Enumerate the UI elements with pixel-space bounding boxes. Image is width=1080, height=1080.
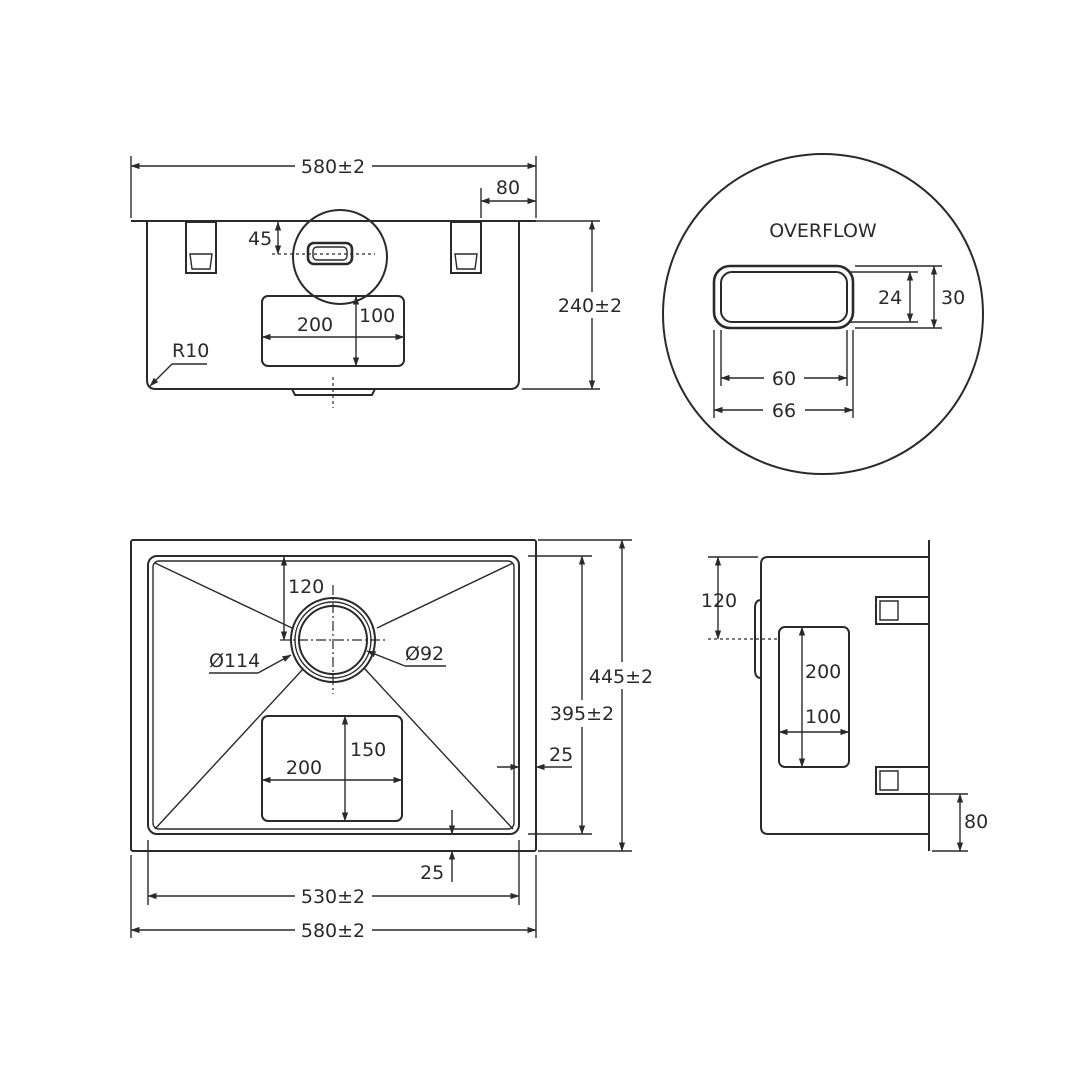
front-view: 580±2 80 45 200 100 [130, 156, 622, 408]
side-overflow-bump [754, 599, 762, 679]
plan-inner-width-label: 530±2 [301, 886, 365, 908]
plan-bowl-outer [147, 555, 520, 835]
front-overall-width-label: 580±2 [301, 156, 365, 178]
plan-inner-length-label: 395±2 [550, 703, 614, 725]
side-waste-height-label: 200 [805, 661, 841, 683]
plan-waste-outline [261, 715, 403, 822]
plan-drain-offset-label: 120 [288, 576, 324, 598]
overflow-outer-width-label: 66 [772, 400, 796, 422]
side-clip-offset-label: 80 [964, 811, 988, 833]
side-overflow-offset-label: 120 [701, 590, 737, 612]
front-waste-width-label: 200 [297, 314, 333, 336]
front-flange-offset-label: 80 [496, 177, 520, 199]
side-bowl-outline [760, 556, 929, 835]
side-waste-width-label: 100 [805, 706, 841, 728]
plan-outer-length-label: 445±2 [589, 666, 653, 688]
side-bottom-clip [875, 766, 930, 795]
plan-waste-height-label: 150 [350, 739, 386, 761]
left-mounting-clip [185, 221, 217, 274]
overflow-detail-callout [292, 209, 388, 305]
plan-waste-width-label: 200 [286, 757, 322, 779]
side-top-clip [875, 596, 930, 625]
overflow-outer-height-label: 30 [941, 287, 965, 309]
plan-bottom-margin-label: 25 [420, 862, 444, 884]
overflow-inner-width-label: 60 [772, 368, 796, 390]
overflow-inner-height-label: 24 [878, 287, 902, 309]
overflow-outer-outline [712, 264, 855, 330]
overflow-inner-outline [720, 271, 848, 323]
plan-outer-width-label: 580±2 [301, 920, 365, 942]
corner-radius-label: R10 [172, 340, 209, 362]
overflow-detail-circle [662, 153, 984, 475]
plan-outer-flange [130, 539, 537, 852]
side-view: 120 200 100 80 [701, 540, 988, 852]
overflow-title: OVERFLOW [769, 220, 877, 242]
plan-bowl-inner [152, 560, 515, 830]
side-waste-outline [778, 626, 850, 768]
front-overflow-height-label: 45 [248, 228, 272, 250]
plan-side-margin-label: 25 [549, 744, 573, 766]
drain-inner-diameter-label: Ø92 [405, 643, 444, 665]
drain-outer-diameter-label: Ø114 [209, 650, 260, 672]
overflow-detail: OVERFLOW 24 30 60 66 [662, 153, 984, 475]
front-waste-outline [261, 295, 405, 367]
plan-view: 120 Ø114 Ø92 200 150 25 25 395±2 445±2 [130, 539, 653, 942]
front-depth-label: 240±2 [558, 295, 622, 317]
right-mounting-clip [450, 221, 482, 274]
front-waste-height-label: 100 [359, 305, 395, 327]
